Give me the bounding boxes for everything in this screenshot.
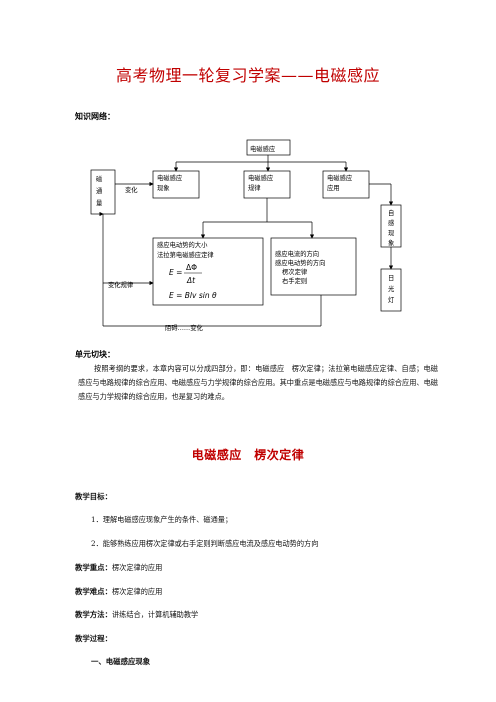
direction-line-3: 楞次定律 [282, 267, 308, 276]
unit-paragraph: 按照考纲的要求，本章内容可以分成四部分，即：电磁感应 楞次定律；法拉第电磁感应定… [78, 364, 438, 401]
law-line-1: 电磁感应 [248, 173, 274, 182]
box-magnetic-flux [90, 169, 116, 215]
application-line-1: 电磁感应 [327, 173, 353, 182]
difficulty-text: 楞次定律的应用 [111, 587, 163, 596]
process-line: 教学过程： [75, 633, 112, 644]
self-char-4: 象 [388, 238, 394, 247]
flux-char-2: 通 [96, 186, 103, 195]
unit-label: 单元切块： [75, 350, 115, 359]
phenomenon-line-2: 现象 [157, 183, 170, 192]
application-line-2: 应用 [327, 183, 340, 192]
self-char-2: 感 [388, 218, 395, 227]
equation-1-lhs: E = [169, 268, 182, 277]
key-point-text: 楞次定律的应用 [111, 563, 163, 572]
box-emf-magnitude [152, 237, 264, 306]
method-label: 教学方法： [75, 610, 112, 619]
flux-char-3: 量 [96, 199, 103, 207]
direction-line-1: 感应电流的方向 [275, 249, 319, 258]
obstruct-change-label: 阻碍……变化 [165, 323, 203, 332]
self-char-3: 现 [388, 229, 395, 237]
lesson-title: 电磁感应 楞次定律 [191, 448, 305, 462]
equation-1-denominator: Δt [186, 276, 196, 285]
knowledge-network-label: 知识网络： [75, 112, 115, 121]
goal-item-1: 1．理解电磁感应现象产生的条件、磁通量； [91, 515, 233, 524]
goal-label-line: 教学目标： [75, 491, 112, 502]
change-label: 变化 [125, 185, 138, 194]
method-text: 讲练结合，计算机辅助教学 [111, 610, 199, 619]
key-point-label: 教学重点： [75, 563, 112, 572]
equation-2: E = Blv sin θ [169, 291, 217, 300]
method-line: 教学方法：讲练结合，计算机辅助教学 [75, 609, 198, 620]
flux-char-1: 磁 [96, 174, 103, 183]
emf-title-line-2: 法拉第电磁感应定律 [157, 250, 214, 259]
law-line-2: 规律 [248, 183, 261, 192]
phenomenon-line-1: 电磁感应 [157, 173, 183, 182]
lamp-char-1: 日 [388, 274, 394, 282]
process-label: 教学过程： [75, 634, 112, 643]
section-heading-1: 一、电磁感应现象 [91, 656, 150, 667]
direction-line-2: 感应电动势的方向 [275, 258, 325, 267]
key-point-line: 教学重点：楞次定律的应用 [75, 562, 162, 573]
emf-title-line-1: 感应电动势的大小 [157, 240, 208, 249]
lamp-char-3: 灯 [388, 295, 395, 304]
section-heading-1-text: 一、电磁感应现象 [91, 657, 151, 666]
self-char-1: 自 [388, 208, 394, 217]
goal-label: 教学目标： [75, 492, 112, 501]
diagram-top-label: 电磁感应 [250, 144, 276, 153]
goal-item-2: 2．能够熟练应用楞次定律或右手定则判断感应电流及感应电动势的方向 [91, 539, 319, 548]
box-electromagnetic-induction [246, 139, 291, 156]
page-title: 高考物理一轮复习学案——电磁感应 [115, 66, 380, 85]
difficulty-label: 教学难点： [75, 587, 112, 596]
equation-1-numerator: ΔΦ [186, 263, 197, 272]
difficulty-line: 教学难点：楞次定律的应用 [75, 586, 162, 597]
lamp-char-2: 光 [388, 284, 395, 293]
change-rule-label: 变化规律 [108, 280, 134, 289]
direction-line-4: 右手定则 [282, 276, 307, 285]
